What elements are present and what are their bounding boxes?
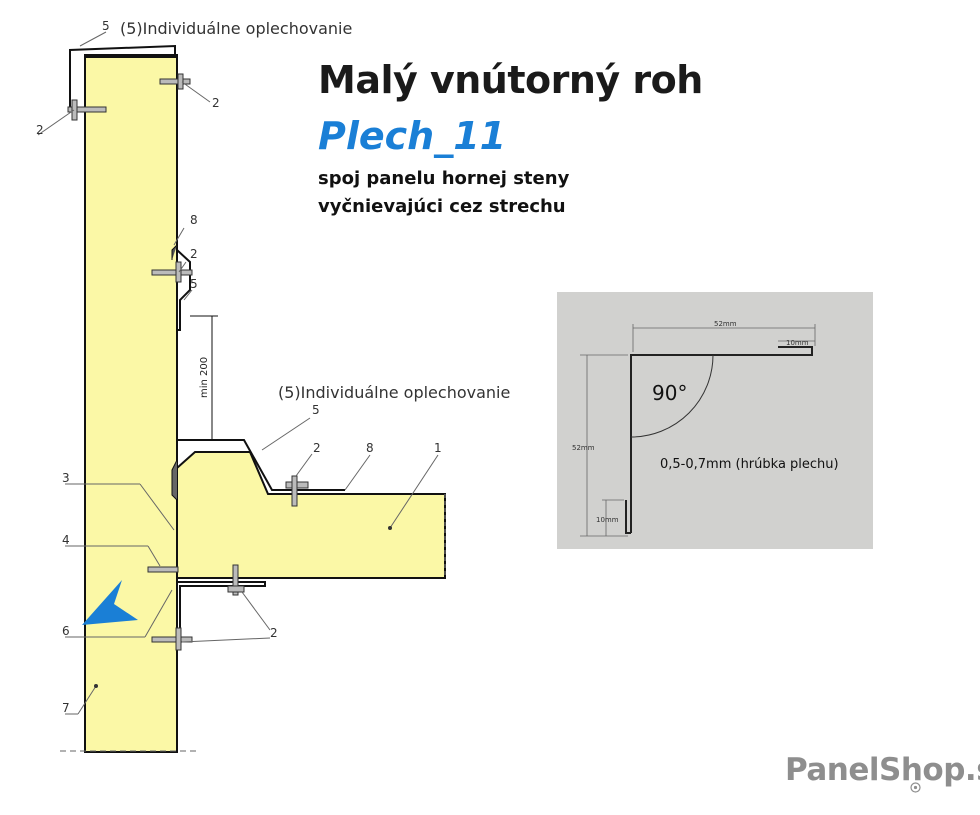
- fastener-4: [147, 566, 179, 573]
- label-2-mid: 2: [190, 247, 198, 261]
- label-4: 4: [62, 533, 70, 547]
- roof-panel: [176, 451, 446, 579]
- hem-bottom-label: 10mm: [596, 516, 619, 524]
- fastener-roof: [285, 475, 309, 507]
- top-flashing: [69, 44, 176, 108]
- brand-logo: PanelShop.sk: [785, 752, 980, 788]
- page-title: Malý vnútorný roh: [318, 58, 703, 102]
- label-8-roof: 8: [366, 441, 374, 455]
- brand-name: PanelShop: [785, 752, 965, 788]
- description-line-1: spoj panelu hornej steny: [318, 168, 570, 189]
- label-5-mid: 5: [190, 277, 198, 291]
- label-8-mid: 8: [190, 213, 198, 227]
- width-label: 52mm: [714, 320, 737, 328]
- label-2-roof: 2: [313, 441, 321, 455]
- callout-top-flashing: (5)Individuálne oplechovanie: [120, 19, 352, 38]
- hem-top-label: 10mm: [786, 339, 809, 347]
- height-label: 52mm: [572, 444, 595, 452]
- label-6: 6: [62, 624, 70, 638]
- label-7: 7: [62, 701, 70, 715]
- arrow-pointer-icon: [82, 580, 138, 625]
- label-3: 3: [62, 471, 70, 485]
- brand-mark-icon: [910, 782, 921, 793]
- brand-tld: .sk: [964, 752, 980, 788]
- fastener-top-right: [159, 73, 191, 90]
- profile-outline: [625, 346, 813, 534]
- wall-panel: [84, 54, 178, 753]
- description-line-2: vyčnievajúci cez strechu: [318, 196, 566, 217]
- joint-flashing: [176, 249, 191, 331]
- thickness-label: 0,5-0,7mm (hrúbka plechu): [660, 457, 839, 472]
- callout-mid-flashing: (5)Individuálne oplechovanie: [278, 383, 510, 402]
- sealant-mid: [171, 244, 178, 260]
- page-subtitle: Plech_11: [318, 114, 507, 158]
- leader-lines: [37, 31, 439, 715]
- label-2-bottom: 2: [270, 626, 278, 640]
- angle-label: 90°: [652, 381, 687, 405]
- label-1-roof: 1: [434, 441, 442, 455]
- sealant-roof: [171, 459, 178, 501]
- label-5-top: 5: [102, 19, 110, 33]
- fastener-bottom: [151, 564, 245, 651]
- fastener-mid: [151, 261, 193, 283]
- label-5-roof: 5: [312, 403, 320, 417]
- dimension-min-label: min 200: [199, 357, 210, 398]
- profile-detail-panel: 52mm 10mm 52mm 10mm 90° 0,5-0,7mm (hrúbk…: [557, 292, 873, 549]
- label-2-top-left: 2: [36, 123, 44, 137]
- label-2-top-right: 2: [212, 96, 220, 110]
- fastener-top-left: [67, 99, 107, 121]
